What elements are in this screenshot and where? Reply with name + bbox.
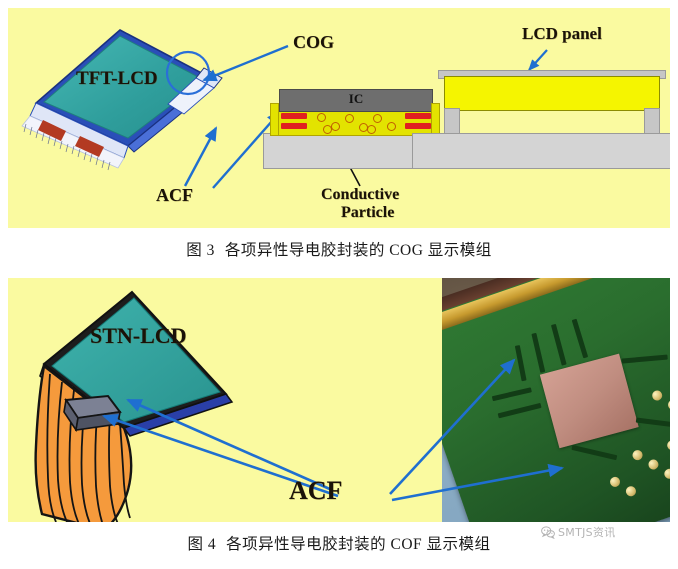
acf-leader-line-left [183,126,218,187]
lcd-panel-body [444,76,660,111]
acf-leader-to-fpc-chip [102,413,339,498]
figure-4-caption-text: 各项异性导电胶封装的 COF 显示模组 [226,536,491,553]
figure-3-image: IC TFT-LCD COG ACF Conductive Particle L… [8,8,670,228]
lcd-panel-right-leg [644,108,660,135]
figure-3-vector-art [21,29,548,189]
cog-label: COG [293,32,335,52]
lcd-panel-base-substrate [412,133,670,169]
figure-4-caption: 图 4 各项异性导电胶封装的 COF 显示模组 [0,532,678,554]
figure-4-image: STN-LCD ACF [8,278,670,522]
wechat-icon [541,525,555,539]
acf-left-flange [270,103,279,136]
lcd-panel-leader-line [528,49,548,71]
cof-module-photograph [442,278,670,522]
figure-3-caption: 图 3 各项异性导电胶封装的 COG 显示模组 [0,238,678,260]
cross-section-acf-layer [272,109,440,136]
ic-label: IC [348,91,364,106]
acf-label-fig4: ACF [289,476,343,505]
figure-4-vector-art [34,290,565,522]
cross-section-ic-die: IC [279,89,433,112]
lcd-panel-label: LCD panel [522,24,602,43]
lcd-panel-left-leg [444,108,460,135]
tft-lcd-panel-art [21,29,223,171]
tft-lcd-label: TFT-LCD [76,68,158,89]
acf-leader-to-lcd-edge [126,398,333,492]
acf-label-fig3: ACF [156,185,193,205]
acf-leader-to-photo-gold-strip [389,358,516,495]
cog-leader-line [202,44,289,82]
figure-3-caption-number: 图 3 [186,242,215,259]
figure-4-caption-number: 图 4 [187,536,217,553]
figure-3-caption-text: 各项异性导电胶封装的 COG 显示模组 [224,242,492,259]
stn-lcd-label: STN-LCD [90,323,187,348]
acf-leader-to-photo-chip [391,463,565,502]
acf-leader-line-right [212,110,282,189]
acf-right-flange [431,103,440,136]
conductive-particle-label-line2: Particle [341,204,395,221]
conductive-particle-label-line1: Conductive [321,186,400,203]
watermark: SMTJS资讯 [541,524,616,540]
fpc-flex-cable-art [34,363,133,522]
watermark-text: SMTJS资讯 [558,526,616,539]
